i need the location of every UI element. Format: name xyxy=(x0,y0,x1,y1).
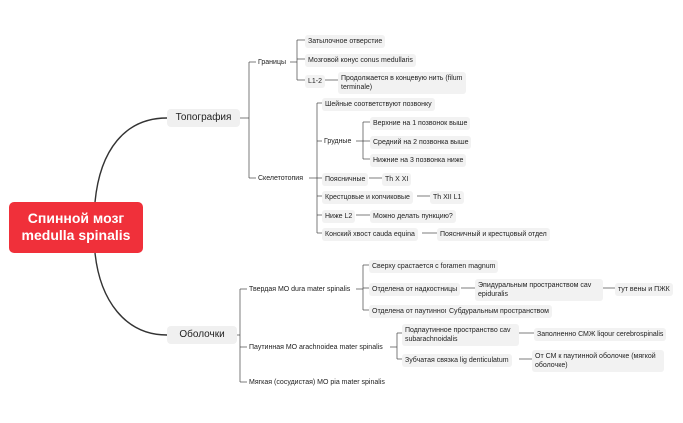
thoracic-upper-node[interactable]: Верхние на 1 позвонок выше xyxy=(370,117,471,130)
cauda-value-node[interactable]: Поясничный и крестцовый отдел xyxy=(437,228,550,241)
l12-node[interactable]: L1-2 xyxy=(305,75,326,88)
puncture-node[interactable]: Можно делать пункцию? xyxy=(370,210,456,223)
veins-fat-node[interactable]: тут вены и ПЖК xyxy=(615,283,673,296)
cauda-equina-node[interactable]: Конский хвост cauda equina xyxy=(322,228,418,241)
lumbar-node[interactable]: Поясничные xyxy=(322,173,369,186)
pia-mater-node[interactable]: Мягкая (сосудистая) МО pia mater spinali… xyxy=(247,377,387,388)
skeletotopy-node[interactable]: Скелетотопия xyxy=(256,173,305,184)
lumbar-value-node[interactable]: Th X XI xyxy=(382,173,412,186)
dura-mater-node[interactable]: Твердая МО dura mater spinalis xyxy=(247,284,353,295)
arachnoid-mater-node[interactable]: Паутинная МО arachnoidea mater spinalis xyxy=(247,342,385,353)
subdural-space-node[interactable]: Субдуральным пространством xyxy=(446,305,552,318)
sacral-value-node[interactable]: Th XII L1 xyxy=(430,191,465,204)
sacral-node[interactable]: Крестцовые и копчиковые xyxy=(322,191,413,204)
periosteum-node[interactable]: Отделена от надкостницы xyxy=(369,283,461,296)
root-subtitle: medulla spinalis xyxy=(21,227,131,243)
csf-node[interactable]: Заполненно СМЖ liqour cerebrospinalis xyxy=(534,328,667,341)
thoracic-middle-node[interactable]: Средний на 2 позвонка выше xyxy=(370,136,472,149)
conus-medullaris-node[interactable]: Мозговой конус conus medullaris xyxy=(305,54,416,67)
foramen-magnum-node[interactable]: Сверху срастается с foramen magnum xyxy=(369,260,499,273)
filum-terminale-node[interactable]: Продолжается в концевую нить (filum term… xyxy=(338,72,466,94)
subarachnoid-space-node[interactable]: Подпаутинное пространство cav subarachno… xyxy=(402,324,519,346)
root-title: Спинной мозг xyxy=(27,210,125,226)
thoracic-node[interactable]: Грудные xyxy=(322,136,354,147)
occipital-foramen-node[interactable]: Затылочное отверстие xyxy=(305,35,386,48)
membranes-node[interactable]: Оболочки xyxy=(167,326,237,344)
cervical-node[interactable]: Шейные соответствуют позвонку xyxy=(322,98,435,111)
epidural-space-node[interactable]: Эпидуральным пространством cav epidurali… xyxy=(475,279,603,301)
denticulate-ligament-node[interactable]: Зубчатая связка lig denticulatum xyxy=(402,354,512,367)
root-node[interactable]: Спинной мозг medulla spinalis xyxy=(9,202,143,253)
below-l2-node[interactable]: Ниже L2 xyxy=(322,210,356,223)
thoracic-lower-node[interactable]: Нижние на 3 позвонка ниже xyxy=(370,154,467,167)
topography-node[interactable]: Топография xyxy=(167,109,240,127)
dentate-attachment-node[interactable]: От СМ к паутинной оболочке (мягкой оболо… xyxy=(532,350,664,372)
borders-node[interactable]: Границы xyxy=(256,57,288,68)
arachnoid-separation-node[interactable]: Отделена от паутинного xyxy=(369,305,454,318)
